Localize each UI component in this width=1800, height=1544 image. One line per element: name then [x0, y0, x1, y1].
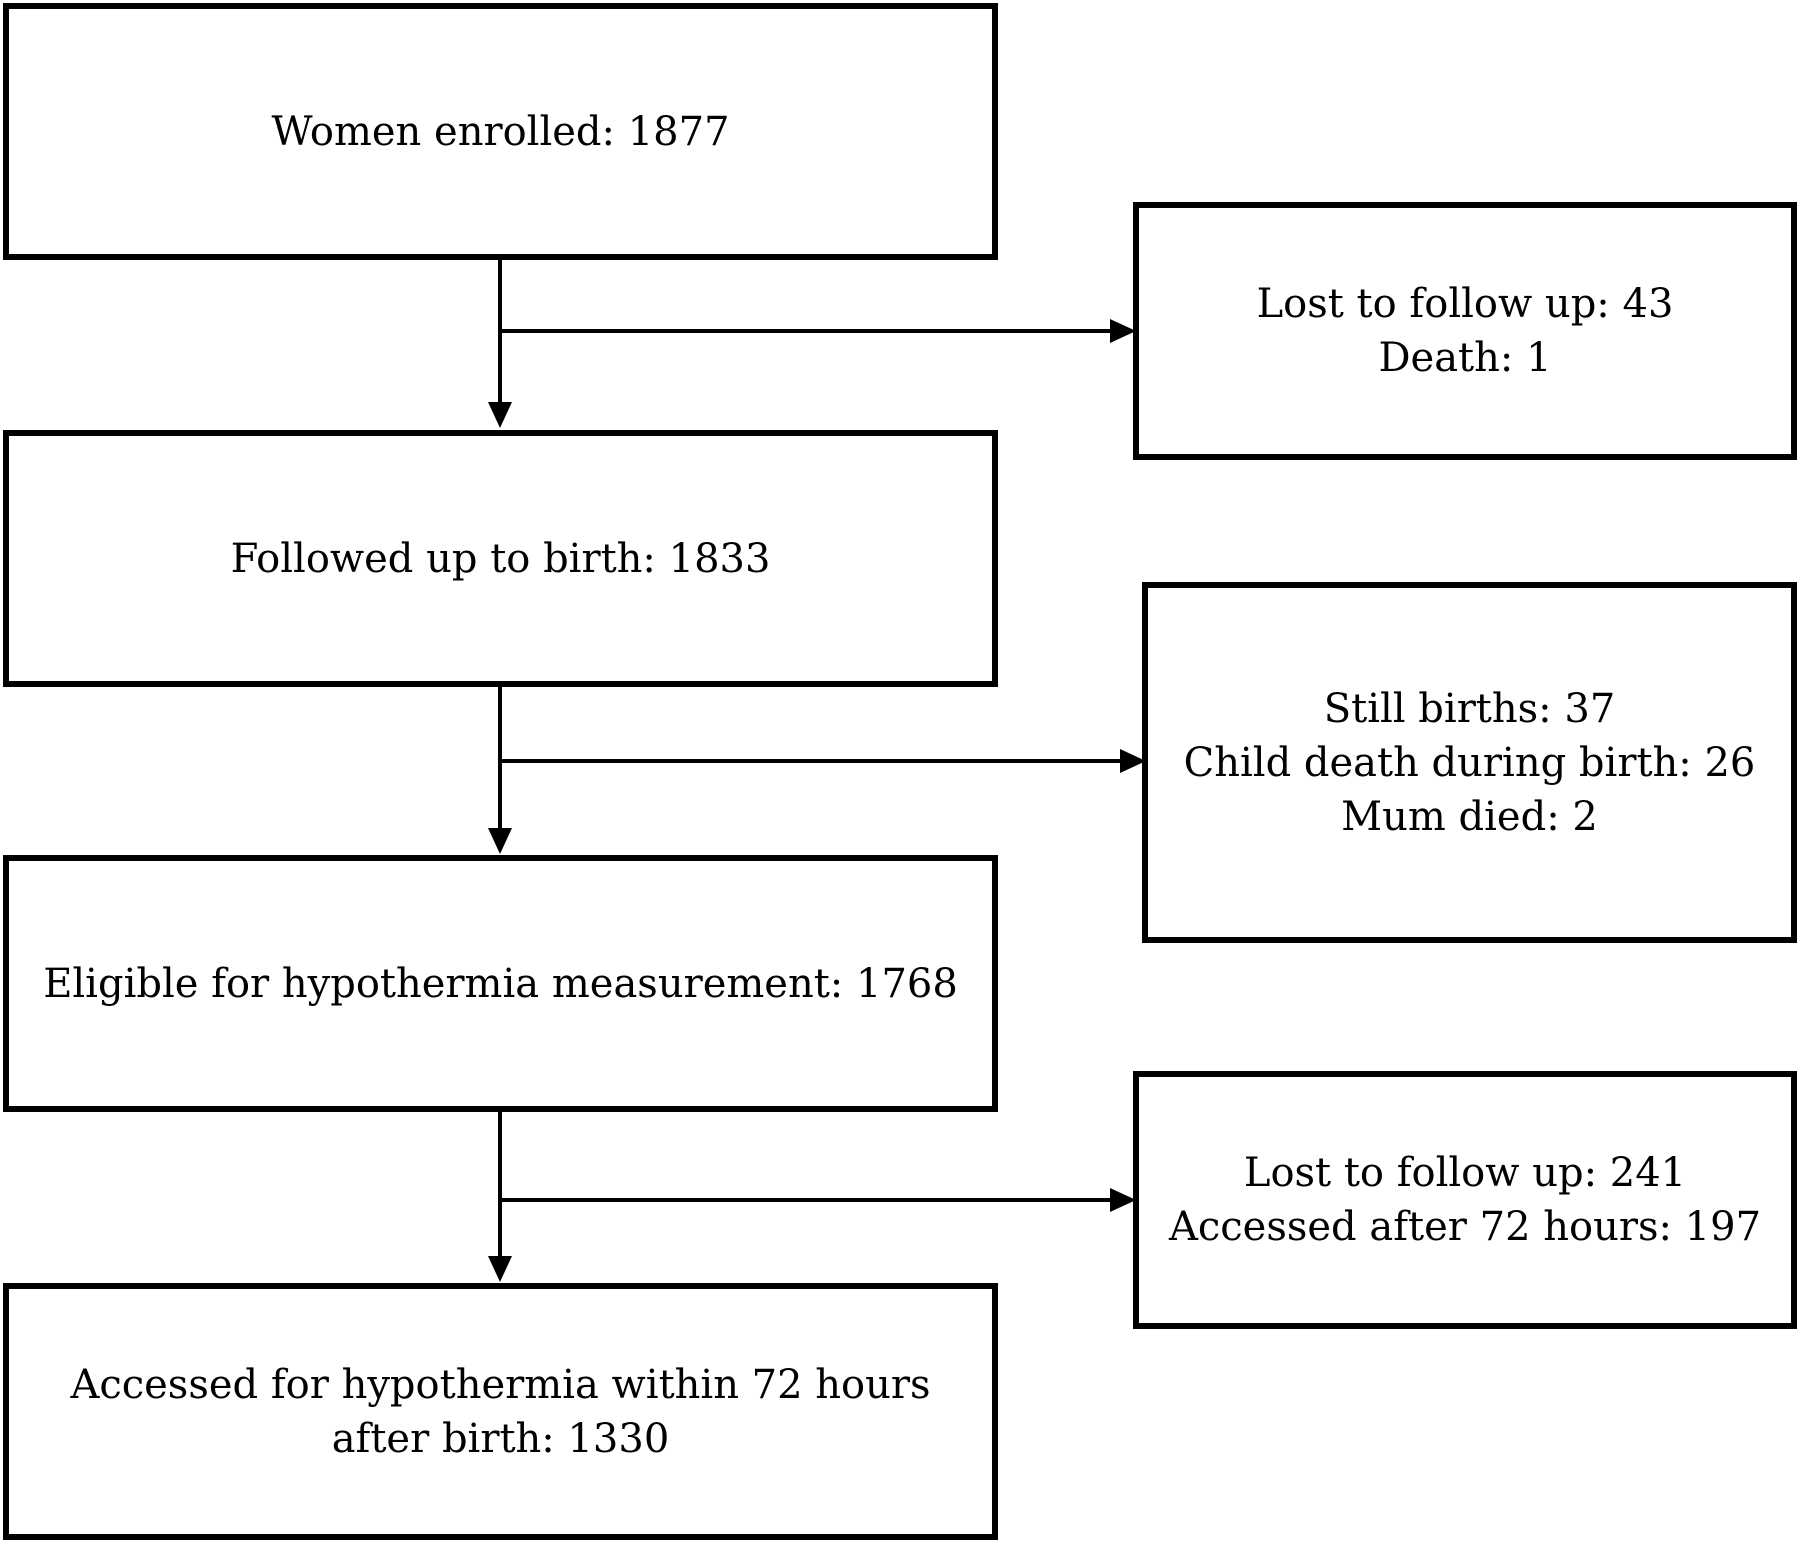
- exclusion-3-line-2: Accessed after 72 hours: 197: [1168, 1204, 1762, 1250]
- step-followed-up-text: Followed up to birth: 1833: [230, 535, 771, 582]
- exclusion-2-line-3: Mum died: 2: [1341, 793, 1598, 840]
- step-followed-up-to-birth: Followed up to birth: 1833: [3, 430, 998, 687]
- arrowhead-down-1: [488, 402, 512, 428]
- arrowhead-down-2: [488, 828, 512, 854]
- step-eligible-text: Eligible for hypothermia measurement: 17…: [43, 960, 958, 1007]
- step-eligible-hypothermia: Eligible for hypothermia measurement: 17…: [3, 855, 998, 1112]
- arrowhead-right-2: [1120, 749, 1146, 773]
- arrowhead-right-3: [1110, 1188, 1136, 1212]
- exclusion-1-line-1: Lost to follow up: 43: [1256, 281, 1674, 327]
- step-accessed-hypothermia: Accessed for hypothermia within 72 hours…: [3, 1283, 998, 1540]
- exclusion-3-line-1: Lost to follow up: 241: [1243, 1150, 1687, 1196]
- step-women-enrolled: Women enrolled: 1877: [3, 3, 998, 260]
- exclusion-1-line-2: Death: 1: [1378, 335, 1552, 381]
- step-women-enrolled-text: Women enrolled: 1877: [271, 108, 730, 155]
- exclusion-box-3: Lost to follow up: 241 Accessed after 72…: [1133, 1071, 1797, 1329]
- exclusion-box-2: Still births: 37 Child death during birt…: [1142, 582, 1797, 943]
- exclusion-2-line-2: Child death during birth: 26: [1183, 739, 1756, 786]
- arrowhead-right-1: [1110, 319, 1136, 343]
- step-accessed-text: Accessed for hypothermia within 72 hours…: [70, 1361, 931, 1462]
- arrowhead-down-3: [488, 1256, 512, 1282]
- exclusion-box-1: Lost to follow up: 43 Death: 1: [1133, 202, 1797, 460]
- exclusion-2-line-1: Still births: 37: [1323, 685, 1616, 732]
